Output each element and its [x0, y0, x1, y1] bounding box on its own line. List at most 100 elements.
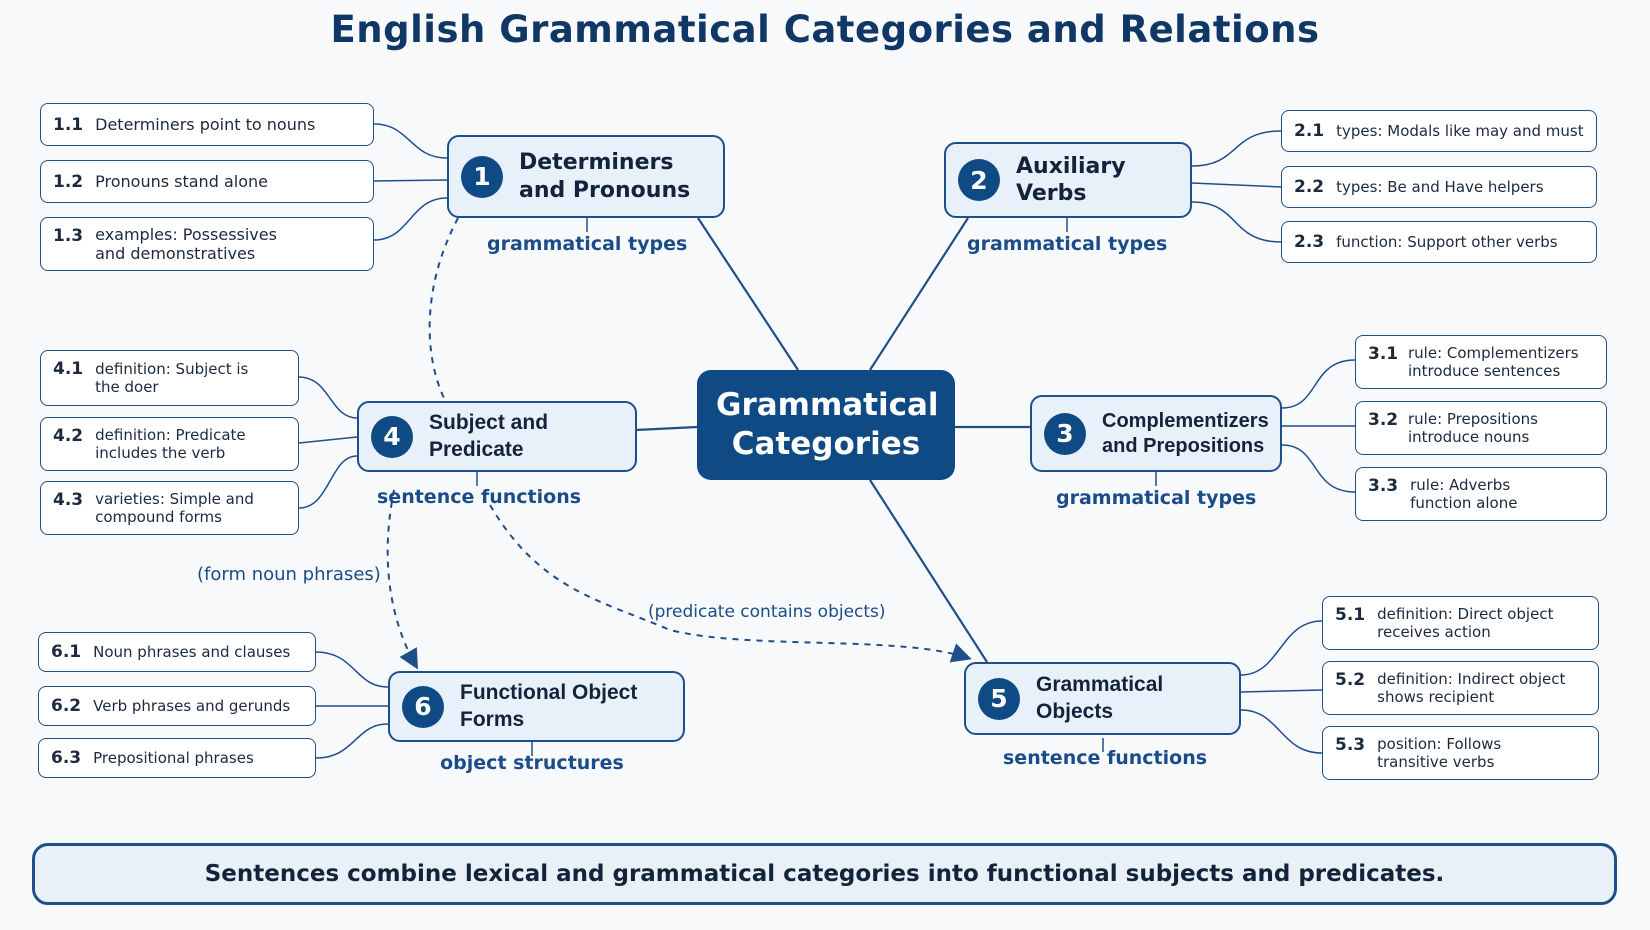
- node-label: Complementizers and Prepositions: [1102, 409, 1269, 457]
- leaf-number: 5.2: [1335, 670, 1366, 690]
- link-5-2: [1240, 689, 1323, 693]
- leaf-number: 3.3: [1368, 476, 1399, 496]
- leaf-3-1: 3.1 rule: Complementizers introduce sent…: [1355, 335, 1607, 389]
- leaf-text: rule: Complementizers introduce sentence…: [1408, 344, 1579, 380]
- link-2-3: [1191, 201, 1282, 243]
- leaf-4-3: 4.3 varieties: Simple and compound forms: [40, 481, 299, 535]
- node-determiners-pronouns: 1 Determiners and Pronouns: [447, 135, 725, 218]
- link-4-3: [298, 455, 358, 509]
- leaf-2-1: 2.1 types: Modals like may and must: [1281, 110, 1597, 152]
- node-complementizers-prepositions: 3 Complementizers and Prepositions: [1030, 395, 1282, 472]
- spoke-to-node-2: [869, 217, 969, 371]
- sublabel-3: grammatical types: [1056, 487, 1257, 509]
- leaf-number: 4.2: [53, 426, 84, 446]
- leaf-number: 6.2: [51, 696, 82, 716]
- node-functional-object-forms: 6 Functional Object Forms: [388, 671, 685, 742]
- link-1-3: [373, 197, 448, 241]
- leaf-6-1: 6.1 Noun phrases and clauses: [38, 632, 316, 672]
- summary-text: Sentences combine lexical and grammatica…: [204, 861, 1445, 887]
- spoke-to-node-5: [869, 479, 988, 663]
- leaf-text: Determiners point to nouns: [95, 114, 316, 134]
- leaf-number: 6.3: [51, 748, 82, 768]
- leaf-text: examples: Possessives and demonstratives: [95, 224, 277, 263]
- leaf-text: rule: Adverbs function alone: [1410, 476, 1518, 512]
- link-2-2: [1191, 182, 1282, 188]
- link-1-1: [373, 123, 448, 159]
- node-number-badge: 2: [958, 159, 1000, 201]
- node-number-badge: 6: [402, 685, 444, 728]
- leaf-text: Noun phrases and clauses: [93, 643, 291, 661]
- leaf-number: 3.1: [1368, 344, 1399, 364]
- node-label: Determiners and Pronouns: [519, 150, 691, 203]
- node-number-badge: 4: [371, 415, 413, 458]
- leaf-number: 5.3: [1335, 735, 1366, 755]
- leaf-number: 5.1: [1335, 605, 1366, 625]
- leaf-4-1: 4.1 definition: Subject is the doer: [40, 350, 299, 406]
- leaf-number: 1.2: [53, 171, 84, 192]
- link-3-1: [1281, 359, 1356, 409]
- node-auxiliary-verbs: 2 Auxiliary Verbs: [944, 142, 1192, 218]
- link-5-3: [1240, 709, 1323, 754]
- spoke-to-node-4: [635, 425, 698, 432]
- sublabel-4: sentence functions: [377, 486, 582, 508]
- central-label: Grammatical Categories: [716, 387, 939, 462]
- link-4-2: [298, 436, 358, 444]
- leaf-text: definition: Subject is the doer: [95, 360, 249, 396]
- leaf-1-1: 1.1 Determiners point to nouns: [40, 103, 374, 146]
- dashed-link-4-5: [489, 504, 972, 663]
- leaf-text: rule: Prepositions introduce nouns: [1408, 410, 1538, 446]
- leaf-5-2: 5.2 definition: Indirect object shows re…: [1322, 661, 1599, 715]
- leaf-text: definition: Direct object receives actio…: [1377, 605, 1554, 641]
- leaf-4-2: 4.2 definition: Predicate includes the v…: [40, 417, 299, 471]
- link-4-1: [298, 376, 358, 419]
- link-5-1: [1240, 620, 1323, 676]
- sublabel-2: grammatical types: [967, 233, 1168, 255]
- leaf-2-2: 2.2 types: Be and Have helpers: [1281, 166, 1597, 208]
- leaf-6-3: 6.3 Prepositional phrases: [38, 738, 316, 778]
- leaf-number: 4.1: [53, 359, 84, 379]
- leaf-number: 1.3: [53, 226, 84, 246]
- leaf-6-2: 6.2 Verb phrases and gerunds: [38, 686, 316, 726]
- leaf-text: types: Be and Have helpers: [1336, 178, 1544, 196]
- link-6-3: [315, 723, 389, 759]
- leaf-text: varieties: Simple and compound forms: [95, 490, 254, 526]
- sublabel-5: sentence functions: [1003, 747, 1208, 769]
- summary-banner: Sentences combine lexical and grammatica…: [32, 843, 1617, 905]
- leaf-text: definition: Indirect object shows recipi…: [1377, 670, 1566, 706]
- leaf-5-1: 5.1 definition: Direct object receives a…: [1322, 596, 1599, 650]
- link-3-3: [1281, 444, 1356, 493]
- node-grammatical-objects: 5 Grammatical Objects: [964, 662, 1241, 735]
- node-label: Subject and Predicate: [429, 411, 549, 461]
- leaf-3-3: 3.3 rule: Adverbs function alone: [1355, 467, 1607, 521]
- node-number-badge: 1: [461, 155, 503, 198]
- relation-label-form-noun-phrases: (form noun phrases): [197, 564, 381, 585]
- node-label: Auxiliary Verbs: [1016, 153, 1126, 207]
- leaf-text: Prepositional phrases: [93, 749, 254, 767]
- leaf-number: 6.1: [51, 642, 82, 662]
- link-1-2: [373, 179, 448, 182]
- leaf-text: function: Support other verbs: [1336, 233, 1558, 251]
- leaf-text: definition: Predicate includes the verb: [95, 426, 246, 462]
- leaf-text: Verb phrases and gerunds: [93, 697, 291, 715]
- leaf-number: 2.2: [1294, 177, 1325, 197]
- node-label: Grammatical Objects: [1036, 673, 1164, 723]
- leaf-1-2: 1.2 Pronouns stand alone: [40, 160, 374, 203]
- leaf-text: position: Follows transitive verbs: [1377, 735, 1502, 771]
- leaf-number: 2.1: [1294, 121, 1325, 141]
- relation-label-predicate-contains-objects: (predicate contains objects): [648, 602, 886, 622]
- leaf-5-3: 5.3 position: Follows transitive verbs: [1322, 726, 1599, 780]
- leaf-number: 4.3: [53, 490, 84, 510]
- node-label: Functional Object Forms: [460, 681, 638, 731]
- node-number-badge: 3: [1044, 412, 1086, 455]
- leaf-number: 3.2: [1368, 410, 1399, 430]
- dashed-link-4-6: [386, 489, 418, 670]
- node-number-badge: 5: [978, 677, 1020, 720]
- sublabel-1: grammatical types: [487, 233, 688, 255]
- leaf-number: 1.1: [53, 114, 84, 135]
- sublabel-6: object structures: [440, 752, 624, 774]
- central-node: Grammatical Categories: [697, 370, 955, 480]
- node-subject-predicate: 4 Subject and Predicate: [357, 401, 637, 472]
- leaf-number: 2.3: [1294, 232, 1325, 252]
- diagram-title: English Grammatical Categories and Relat…: [330, 8, 1320, 51]
- spoke-to-node-1: [697, 217, 799, 371]
